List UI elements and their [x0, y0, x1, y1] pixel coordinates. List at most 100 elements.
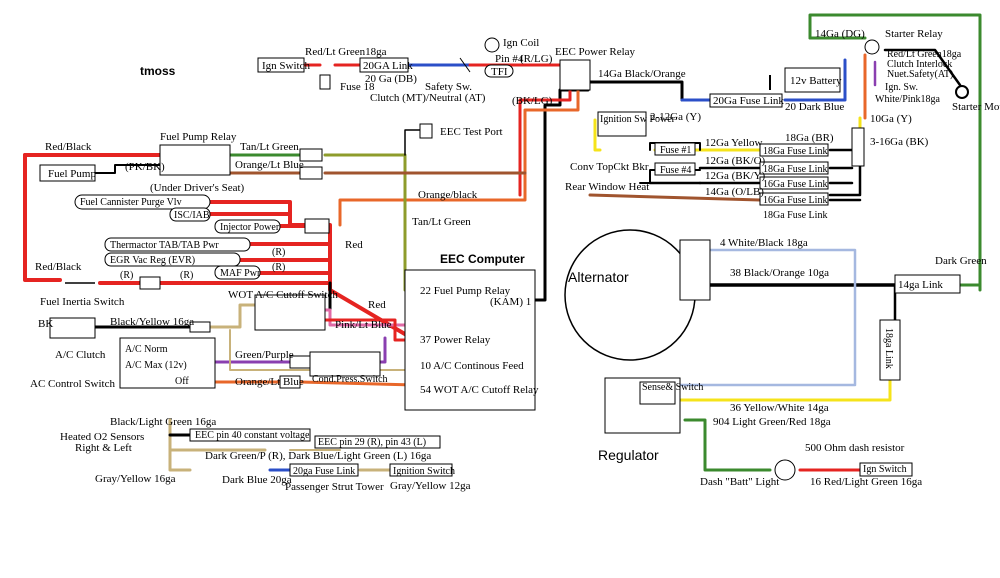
connector-inertia	[139, 276, 161, 290]
eec-test-port-label: EEC Test Port	[440, 126, 503, 138]
injector-label: Injector Power	[220, 222, 280, 233]
fuse4-box	[654, 162, 696, 176]
ac-control-switch-box	[119, 337, 216, 389]
wot-relay-box	[254, 294, 326, 331]
right-left-label: Right & Left	[75, 442, 132, 454]
thermactor-label: Thermactor TAB/TAB Pwr	[110, 240, 219, 251]
fuse-link-20ga-box	[709, 93, 783, 108]
egr-box	[104, 252, 241, 267]
ignition-sw-power-label: Ignition Sw Power	[600, 114, 676, 125]
link-18ga-box	[879, 319, 901, 381]
clutch-neutral-label: Clutch (MT)/Neutral (AT)	[370, 92, 486, 104]
eec-computer-box	[404, 269, 536, 411]
fuse-wire-3-box: 16Ga Fuse Link	[763, 195, 827, 206]
tan-lt-green-2-label: Tan/Lt Green	[412, 216, 471, 228]
nuet-safety-label: Nuet.Safety(AT)	[887, 69, 953, 80]
wire-pk-bk	[94, 164, 161, 174]
eec-pin29-box	[314, 435, 441, 449]
r-label-4: (R)	[180, 270, 193, 281]
purge-box	[74, 194, 211, 210]
link14-label: 14ga Link	[898, 279, 943, 291]
pink-lt-blue-label: Pink/Lt Blue	[335, 319, 392, 331]
fuel-pump-relay-label: Fuel Pump Relay	[160, 131, 237, 143]
r-label-2: (R)	[272, 262, 285, 273]
fuse4-label: Fuse #4	[660, 165, 691, 176]
connector-sensor	[304, 218, 330, 234]
eec-power-relay-label: EEC Power Relay	[555, 46, 636, 58]
wire-test-port	[404, 129, 421, 156]
pk-bk-label: (PK/BK)	[125, 161, 165, 173]
isc-label: ISC/IAB	[174, 210, 210, 221]
tan-lt-green-label: Tan/Lt Green	[240, 141, 299, 153]
ga10-y-label: 10Ga (Y)	[870, 113, 912, 125]
alt-ign-switch-box	[859, 462, 913, 477]
resistor-label: 500 Ohm dash resistor	[805, 442, 905, 454]
eec-pin40-box	[189, 428, 311, 442]
o2-fuse-link-box	[289, 463, 359, 477]
tfi-label: TFI	[491, 66, 508, 78]
link-20ga-label: 20GA Link	[363, 60, 413, 72]
clutch-interlock-label: Clutch Interlock	[887, 59, 952, 70]
wire-red-relay	[518, 88, 572, 197]
black-yellow-label: Black/Yellow 16ga	[110, 316, 194, 328]
wire-tan-ac	[208, 303, 257, 329]
fuse-wire-0-label: 12Ga Yellow	[705, 137, 763, 149]
wire-white-black-18	[678, 248, 857, 387]
batt-light-label: Dash "Batt" Light	[700, 476, 779, 488]
black-orange-label: 38 Black/Orange 10ga	[730, 267, 829, 279]
wire-o-lb	[588, 193, 762, 202]
batt-light-icon	[774, 459, 796, 481]
ign-coil-icon	[484, 37, 500, 53]
starter-motor-icon	[955, 85, 969, 99]
wire-dark-blue-20	[783, 58, 847, 102]
fuse18-label: Fuse 18	[340, 81, 375, 93]
pin4-label: Pin #4	[495, 53, 524, 65]
fuse-link-2	[759, 161, 829, 175]
connector-orange-ac	[279, 375, 301, 389]
ignition-sw-power-box	[597, 111, 647, 137]
light-green-red-label: 904 Light Green/Red 18ga	[713, 416, 831, 428]
red-black-2-label: Red/Black	[35, 261, 82, 273]
red-lt-green-label: Red/Lt Green18ga	[305, 46, 387, 58]
safety-sw-label: Safety Sw.	[425, 81, 472, 93]
fuel-pump-relay-box	[159, 144, 231, 176]
alt-ign-switch-label: Ign Switch	[863, 464, 907, 475]
connector-3-16	[851, 127, 865, 167]
components	[39, 37, 969, 481]
starter-motor-label: Starter Motor	[952, 101, 1000, 113]
wire-orange-ac-r	[298, 380, 417, 387]
fuse1-box	[654, 142, 696, 156]
eec-power-relay-box	[559, 59, 591, 91]
ac-red-label: Red	[368, 299, 386, 311]
ga20-db-label: 20 Ga (DB)	[365, 73, 417, 85]
white-pink-label: White/Pink18ga	[875, 94, 941, 105]
ga16-bk-label: 3-16Ga (BK)	[870, 136, 929, 148]
eec-computer-title: EEC Computer	[440, 252, 525, 266]
gray-yellow-12-label: Gray/Yellow 12ga	[390, 480, 471, 492]
alternator-label: Alternator	[568, 269, 629, 285]
bk-label: BK	[38, 318, 53, 330]
link-20ga-box	[359, 57, 409, 73]
fuse-link-4	[759, 192, 829, 206]
orange-lt-blue-ac-label: Orange/Lt Blue	[235, 376, 304, 388]
cond-press-label: Cond.Press.Switch	[312, 374, 388, 385]
rear-window-label: Rear Window Heat	[565, 181, 649, 193]
black-orange-14-label: 14Ga Black/Orange	[598, 68, 686, 80]
under-seat-label: (Under Driver's Seat)	[150, 182, 245, 194]
eec-pin-1: 37 Power Relay	[420, 334, 491, 346]
connector-tan	[299, 148, 323, 162]
labels: tmoss Ign Switch Red/Lt Green18ga 20GA L…	[30, 28, 1000, 493]
eec-test-port-box	[419, 123, 433, 139]
purge-label: Fuel Cannister Purge Vlv	[80, 197, 182, 208]
eec-kam-label: (KAM) 1	[490, 296, 531, 308]
injector-box	[214, 219, 281, 234]
r-lg-label: (R/LG)	[520, 53, 553, 65]
wire-black-starter	[883, 48, 962, 87]
fuse-wire-4-box: 18Ga Fuse Link	[763, 210, 827, 221]
ign-sw-label: Ign. Sw.	[885, 82, 918, 93]
fuse-wire-2-box: 16Ga Fuse Link	[763, 179, 827, 190]
maf-box	[214, 265, 261, 280]
fuse-wire-0-link: 18Ga (BR)	[785, 132, 834, 144]
